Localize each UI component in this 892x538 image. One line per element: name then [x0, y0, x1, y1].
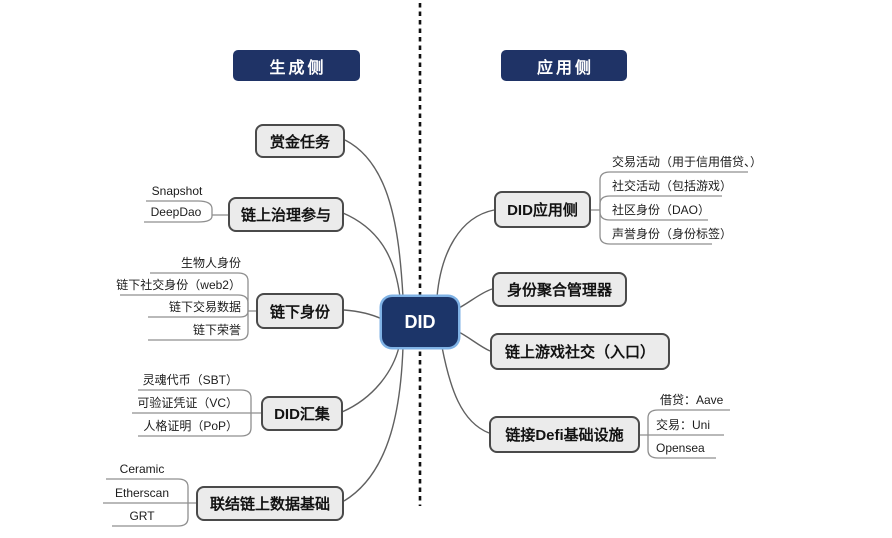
- node-offchain-identity: 链下身份: [256, 293, 344, 329]
- leaf-proof-of-personhood-pop: 人格证明（PoP）: [143, 419, 238, 433]
- leaf-soul-token-sbt: 灵魂代币（SBT）: [142, 373, 238, 387]
- leaf-deepdao: DeepDao: [150, 205, 202, 219]
- leaf-reputation-identity-tags: 声誉身份（身份标签）: [612, 227, 733, 241]
- leaf-opensea: Opensea: [656, 441, 705, 455]
- leaf-lending-aave: 借贷：Aave: [660, 393, 724, 407]
- leaf-offchain-transaction-data: 链下交易数据: [168, 300, 241, 314]
- node-onchain-governance-participation: 链上治理参与: [228, 197, 344, 232]
- leaf-ceramic: Ceramic: [119, 462, 165, 476]
- leaf-biological-identity: 生物人身份: [180, 256, 241, 270]
- leaf-snapshot: Snapshot: [151, 184, 203, 198]
- leaf-social-activity-including-games: 社交活动（包括游戏）: [612, 179, 733, 193]
- center-node-did: DID: [382, 297, 458, 347]
- header-application-side: 应用侧: [501, 50, 627, 81]
- leaf-offchain-social-identity-web2: 链下社交身份（web2）: [116, 278, 241, 292]
- header-generation-side: 生成侧: [233, 50, 360, 81]
- node-did-application-side: DID应用侧: [494, 191, 591, 228]
- node-identity-aggregation-manager: 身份聚合管理器: [492, 272, 627, 307]
- node-defi-infrastructure-link: 链接Defi基础设施: [489, 416, 640, 453]
- leaf-trading-uni: 交易：Uni: [656, 418, 711, 432]
- node-bounty-tasks: 赏金任务: [255, 124, 345, 158]
- leaf-grt: GRT: [129, 509, 155, 523]
- node-onchain-data-foundation: 联结链上数据基础: [196, 486, 344, 521]
- node-did-aggregation: DID汇集: [261, 396, 343, 431]
- leaf-verifiable-credential-vc: 可验证凭证（VC）: [137, 396, 238, 410]
- leaf-etherscan: Etherscan: [114, 486, 170, 500]
- leaf-offchain-honor: 链下荣誉: [192, 323, 241, 337]
- node-onchain-game-social-entry: 链上游戏社交（入口）: [490, 333, 670, 370]
- leaf-community-identity-dao: 社区身份（DAO）: [612, 203, 711, 217]
- leaf-transaction-activity-credit-lending: 交易活动（用于信用借贷、）: [612, 155, 763, 169]
